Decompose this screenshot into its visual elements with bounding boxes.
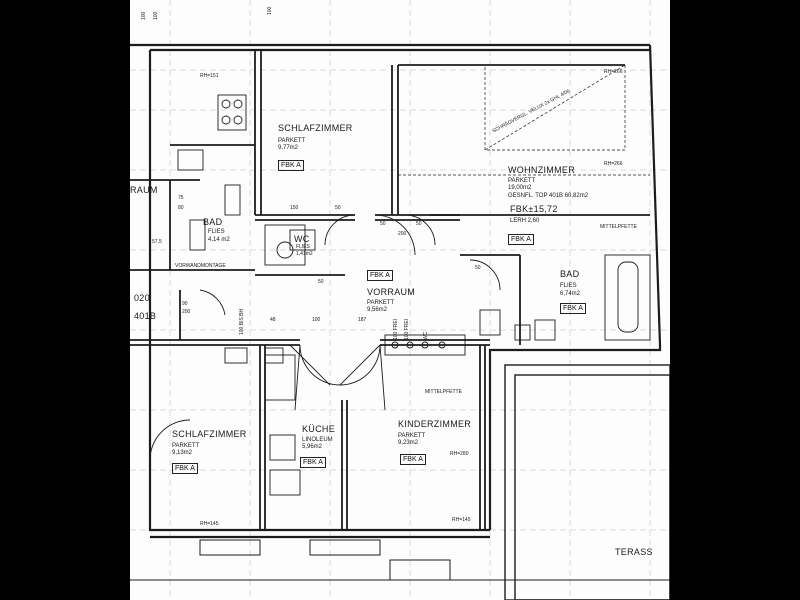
room-bad-right-fbk: FBK A — [560, 303, 586, 314]
dim-top-left-1: 100 — [141, 11, 147, 20]
dim-020: 020 — [134, 293, 150, 303]
room-bad-right-area: 6,74m2 — [560, 291, 581, 297]
room-bad-left-floor: FLIES — [208, 229, 225, 235]
room-kinderzimmer-name: KINDERZIMMER — [398, 419, 472, 429]
room-wohnzimmer-gesnfl: GESNFL. TOP 401B 60,82m2 — [508, 193, 589, 199]
dim-50-a: 50 — [335, 205, 341, 211]
rh-266-top-label: RH=266 — [604, 69, 623, 75]
vert-100-label: 100 BIS BH — [239, 308, 245, 335]
room-schlafzimmer-bottom-fbk: FBK A — [172, 463, 198, 474]
room-wohnzimmer-fbk-box: FBK A — [508, 234, 534, 245]
room-raum-name: RAUM — [130, 185, 158, 195]
rh-280-label: RH=280 — [450, 451, 469, 457]
room-wc-name: WC — [294, 234, 310, 244]
dim-75: 75 — [178, 195, 184, 201]
mittelpfette-top: MITTELPFETTE — [600, 224, 637, 230]
room-kinderzimmer-area: 9,23m2 — [398, 440, 419, 446]
dim-50-e: 50 — [475, 265, 481, 271]
floor-plan: SCHLAFZIMMER PARKETT 9,77m2 FBK A WOHNZI… — [130, 0, 670, 600]
rh-145-right-label: RH=145 — [452, 517, 471, 523]
rh-145-left-label: RH=145 — [200, 521, 219, 527]
dim-50-c: 50 — [416, 221, 422, 227]
vert-100-frei-label: 100 FREI — [393, 318, 399, 340]
mittelpfette-bottom: MITTELPFETTE — [425, 389, 462, 395]
rh-151-label: RH=151 — [200, 73, 219, 79]
room-schlafzimmer-top-fbk: FBK A — [278, 160, 304, 171]
room-schlafzimmer-bottom-floor: PARKETT — [172, 443, 200, 449]
room-schlafzimmer-bottom-area: 9,13m2 — [172, 450, 193, 456]
room-bad-left-name: BAD — [203, 217, 223, 227]
room-kueche-area: 5,96m2 — [302, 444, 323, 450]
dim-50-d: 50 — [318, 279, 324, 285]
dim-top-mid: 100 — [267, 6, 273, 15]
room-wohnzimmer-name: WOHNZIMMER — [508, 165, 575, 175]
room-schlafzimmer-top-area: 9,77m2 — [278, 145, 299, 151]
room-vorraum-name: VORRAUM — [367, 287, 416, 297]
dim-80: 80 — [178, 205, 184, 211]
room-wc-area: 1,41m2 — [296, 251, 313, 257]
dim-57-5: 57,5 — [152, 239, 162, 245]
room-kueche-floor: LINOLEUM — [302, 437, 333, 443]
dim-200-b: 200 — [182, 309, 191, 315]
wc-vertical-label: WC — [423, 331, 429, 340]
room-wohnzimmer-floor: PARKETT — [508, 178, 536, 184]
rh-266-label: RH=266 — [604, 161, 623, 167]
room-vorraum-area: 9,56m2 — [367, 307, 388, 313]
room-kinderzimmer-floor: PARKETT — [398, 433, 426, 439]
room-wohnzimmer-area: 19,00m2 — [508, 185, 532, 191]
dim-150: 150 — [290, 205, 299, 211]
room-wc-floor: FLIES — [296, 244, 310, 250]
room-wohnzimmer-fbk: FBK±15,72 — [510, 204, 558, 214]
dim-top-left-2: 100 — [153, 11, 159, 20]
dim-100: 100 — [312, 317, 321, 323]
dim-90: 90 — [182, 301, 188, 307]
dim-48: 48 — [270, 317, 276, 323]
room-schlafzimmer-bottom-name: SCHLAFZIMMER — [172, 429, 247, 439]
room-wohnzimmer-lerh: LERH 2,60 — [510, 218, 540, 224]
room-bad-right-floor: FLIES — [560, 283, 577, 289]
room-kinderzimmer-fbk: FBK A — [400, 454, 426, 465]
vorwandmontage-label: VORWANDMONTAGE — [175, 263, 226, 269]
dim-200: 200 — [398, 231, 407, 237]
room-kueche-fbk: FBK A — [300, 457, 326, 468]
room-kueche-name: KÜCHE — [302, 424, 336, 434]
room-schlafzimmer-top-floor: PARKETT — [278, 138, 306, 144]
room-terrasse-name: TERASS — [615, 547, 653, 557]
room-vorraum-floor: PARKETT — [367, 300, 395, 306]
vorhang-frei-label: 100 FREI — [404, 318, 410, 340]
room-bad-right-name: BAD — [560, 269, 580, 279]
dim-50-b: 50 — [380, 221, 386, 227]
room-vorraum-fbk: FBK A — [367, 270, 393, 281]
dim-187: 187 — [358, 317, 367, 323]
room-schlafzimmer-top-name: SCHLAFZIMMER — [278, 123, 353, 133]
room-bad-left-area: 4,14 m2 — [208, 237, 230, 243]
floor-plan-lines — [130, 0, 670, 600]
top-401b: 401B — [134, 311, 157, 321]
